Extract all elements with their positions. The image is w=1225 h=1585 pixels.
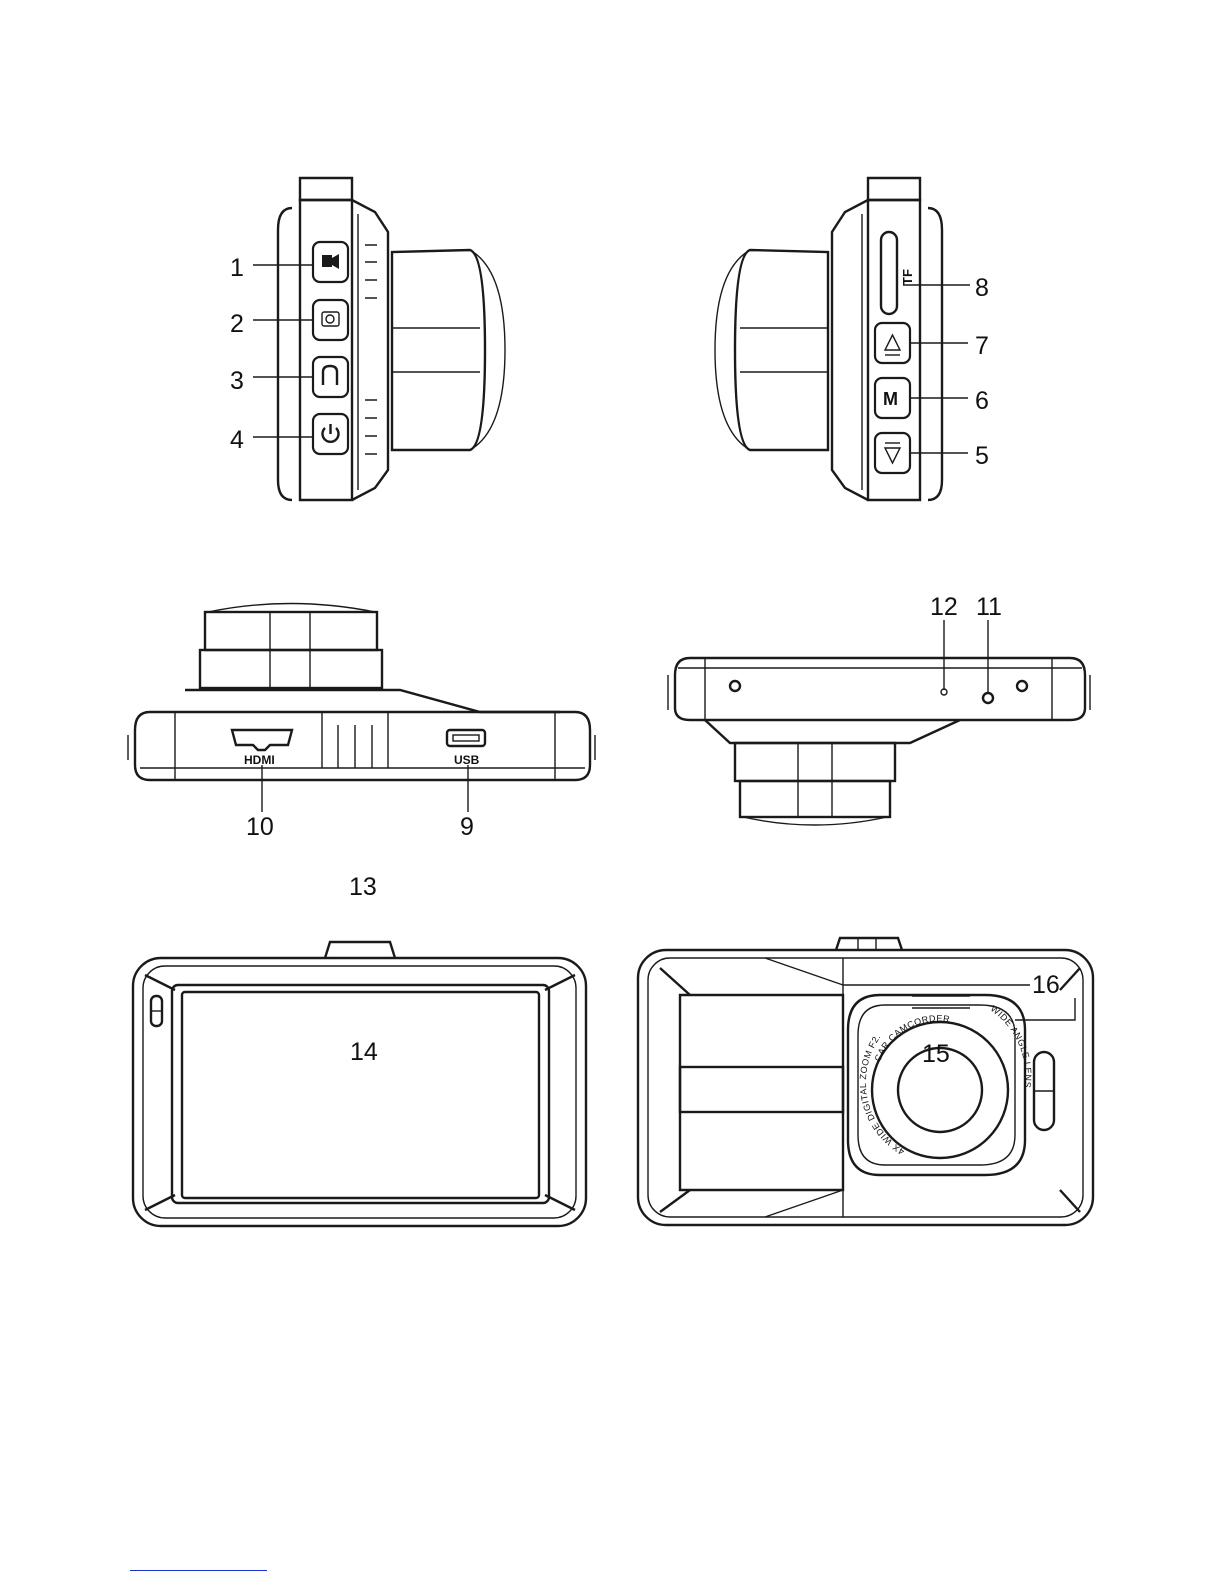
callout-10: 10 [246, 813, 274, 841]
usb-label: USB [454, 753, 480, 767]
callout-11: 11 [976, 593, 1002, 621]
record-icon [322, 255, 332, 267]
up-button[interactable] [875, 323, 910, 363]
lens-ring-bottom: 4X WIDE DIGITAL ZOOM F2.0 f=2.78 [0, 0, 906, 1157]
callout-1: 1 [230, 254, 244, 282]
callout-3: 3 [230, 367, 244, 395]
tf-label: TF [900, 269, 915, 285]
callout-13: 13 [349, 873, 377, 901]
callout-14: 14 [350, 1038, 378, 1066]
callout-4: 4 [230, 426, 244, 454]
right-side-view: TF M 8 7 6 5 [715, 178, 989, 500]
callout-15: 15 [922, 1040, 950, 1068]
callout-5: 5 [975, 442, 989, 470]
lens-ring-right: WIDE ANGLE LENS [989, 1003, 1033, 1088]
left-side-view: 1 2 3 4 [230, 178, 505, 500]
lock-button[interactable] [313, 357, 348, 397]
callout-12: 12 [930, 593, 958, 621]
mount-rail [680, 1067, 843, 1112]
hdmi-label: HDMI [244, 753, 275, 767]
rear-screen-view: 14 [133, 942, 586, 1226]
callout-6: 6 [975, 387, 989, 415]
mount-plate [680, 995, 843, 1190]
tf-card-slot[interactable] [881, 232, 897, 314]
callout-9: 9 [460, 813, 474, 841]
reset-hole[interactable] [983, 693, 993, 703]
footer-link-underline[interactable] [130, 1570, 267, 1571]
bottom-view: HDMI USB 10 9 [128, 604, 595, 842]
top-view: 12 11 [668, 593, 1090, 825]
callout-7: 7 [975, 332, 989, 360]
photo-button[interactable] [313, 300, 348, 340]
screen-display [182, 992, 539, 1198]
callout-2: 2 [230, 310, 244, 338]
callout-16: 16 [1032, 971, 1060, 999]
hdmi-port[interactable] [232, 730, 292, 750]
callout-8: 8 [975, 274, 989, 302]
down-button[interactable] [875, 433, 910, 473]
mode-label: M [883, 389, 898, 409]
